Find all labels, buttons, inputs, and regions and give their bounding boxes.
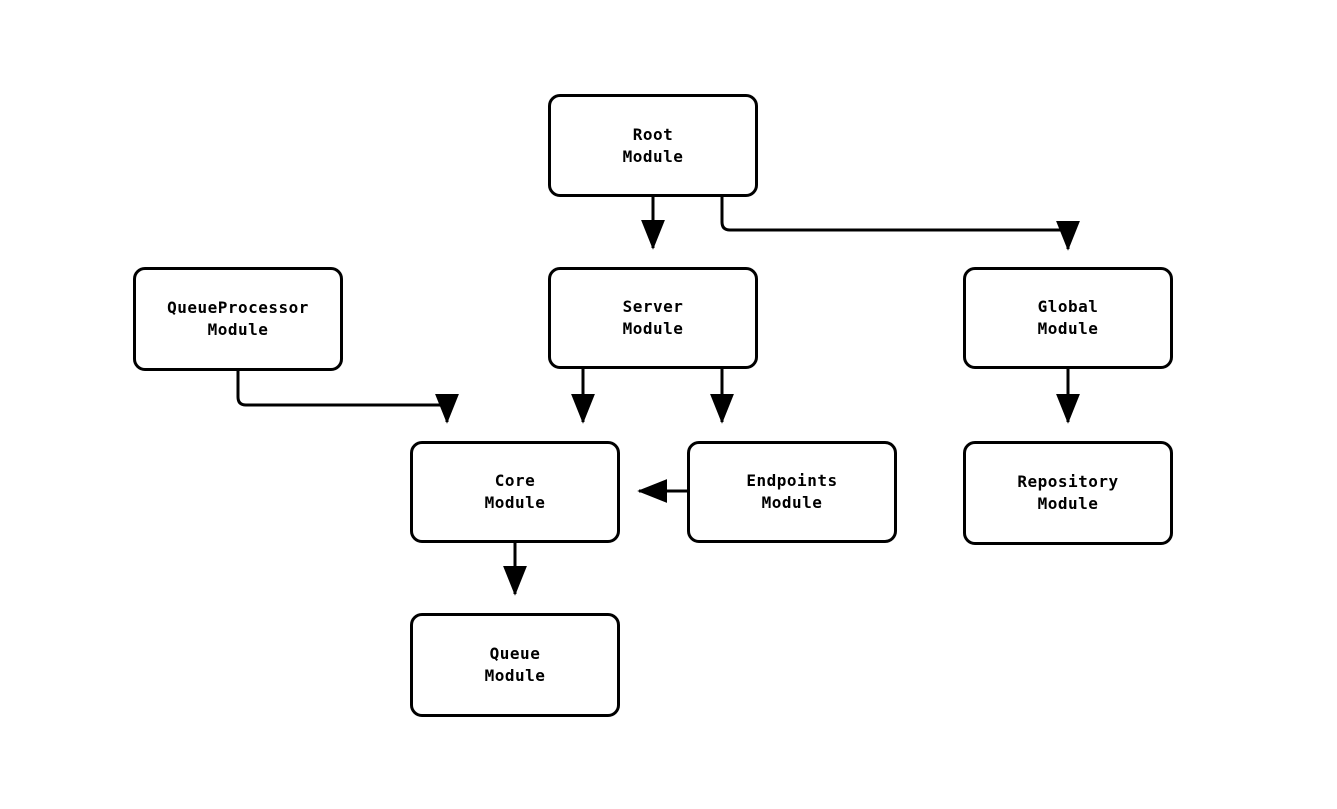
node-repository-module-line2: Module bbox=[1037, 494, 1099, 513]
node-server-module[interactable]: Server Module bbox=[548, 267, 758, 369]
node-core-module-line2: Module bbox=[484, 493, 546, 512]
node-queueprocessor-module-line2: Module bbox=[207, 320, 269, 339]
edge-root-to-global bbox=[720, 197, 1080, 251]
node-root-module-line2: Module bbox=[622, 146, 684, 166]
edge-queueprocessor-to-core bbox=[236, 371, 459, 424]
node-repository-module-line1: Repository bbox=[1017, 472, 1119, 491]
node-queue-module[interactable]: Queue Module bbox=[410, 613, 620, 717]
node-queue-module-line1: Queue bbox=[489, 644, 541, 663]
node-root-module-line1: Root bbox=[632, 124, 674, 144]
node-queueprocessor-module-line1: QueueProcessor bbox=[167, 298, 309, 317]
node-queueprocessor-module[interactable]: QueueProcessor Module bbox=[133, 267, 343, 371]
node-global-module-line1: Global bbox=[1037, 297, 1099, 316]
node-root-module[interactable]: Root Module bbox=[548, 94, 758, 197]
node-core-module[interactable]: Core Module bbox=[410, 441, 620, 543]
node-server-module-line2: Module bbox=[622, 319, 684, 338]
node-endpoints-module-line2: Module bbox=[761, 493, 823, 512]
node-global-module[interactable]: Global Module bbox=[963, 267, 1173, 369]
node-repository-module[interactable]: Repository Module bbox=[963, 441, 1173, 545]
node-global-module-line2: Module bbox=[1037, 319, 1099, 338]
node-server-module-line1: Server bbox=[622, 297, 684, 316]
node-queue-module-line2: Module bbox=[484, 666, 546, 685]
node-core-module-line1: Core bbox=[494, 471, 536, 490]
node-endpoints-module-line1: Endpoints bbox=[746, 471, 838, 490]
node-endpoints-module[interactable]: Endpoints Module bbox=[687, 441, 897, 543]
